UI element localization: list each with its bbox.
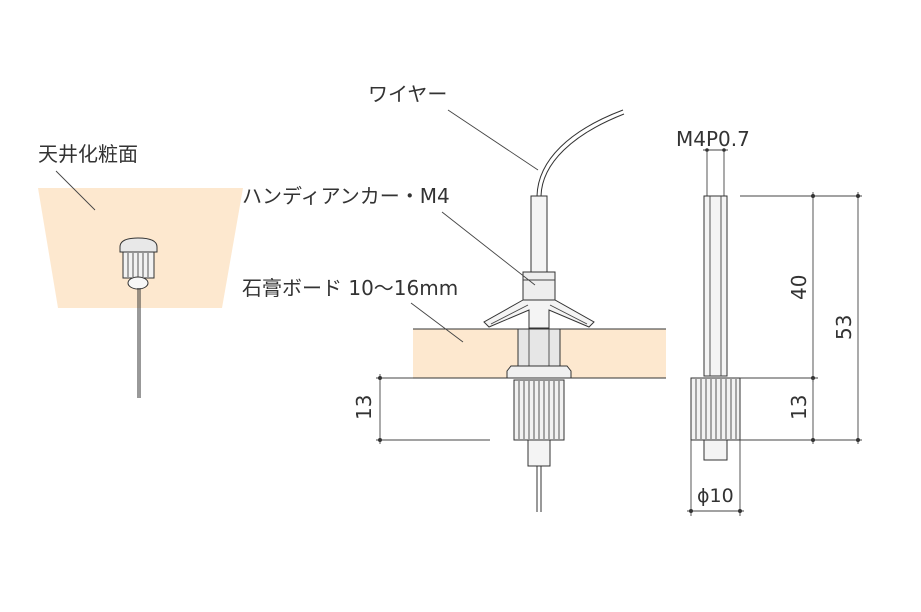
anchor-leader — [441, 211, 536, 286]
threaded-shaft — [703, 195, 728, 377]
anchor-wings — [483, 299, 595, 329]
section-dimension-13-text: 13 — [352, 395, 376, 420]
wire-section — [536, 109, 624, 197]
wire-label: ワイヤー — [368, 82, 447, 106]
side-view: M4P0.7 40 13 — [676, 127, 862, 516]
side-cap — [690, 377, 741, 441]
ceiling-perspective-view: 天井化粧面 — [38, 142, 243, 398]
board-label: 石膏ボード 10～16mm — [242, 276, 458, 300]
ceiling-finish-label: 天井化粧面 — [38, 142, 138, 166]
dimension-13-text: 13 — [787, 395, 811, 420]
board-leader — [410, 302, 464, 343]
diameter-text: ϕ10 — [697, 485, 734, 507]
dimension-40-text: 40 — [787, 275, 811, 300]
section-dimension-13: 13 — [352, 374, 490, 444]
section-view: ワイヤー ハンディアンカー・M4 石膏ボード 10～16mm 13 — [242, 82, 666, 512]
anchor-head-perspective — [119, 237, 158, 398]
dimension-53-text: 53 — [832, 315, 856, 340]
thread-label: M4P0.7 — [676, 127, 750, 151]
wire-leader — [447, 109, 539, 171]
anchor-sleeve — [530, 195, 548, 275]
ceiling-label-leader — [55, 170, 96, 211]
anchor-label: ハンディアンカー・M4 — [242, 184, 450, 208]
